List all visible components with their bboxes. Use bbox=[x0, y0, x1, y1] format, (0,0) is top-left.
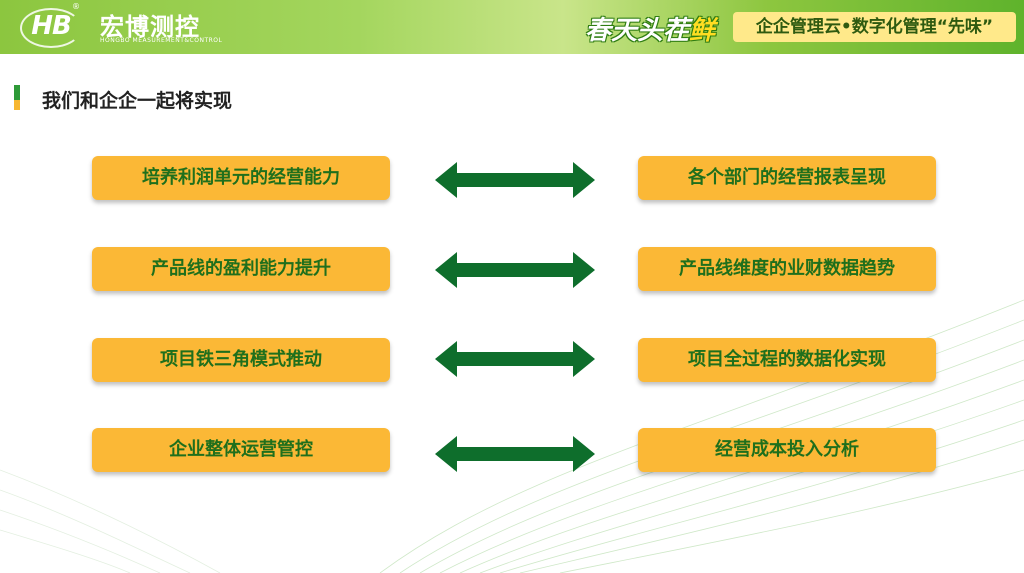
section-marker bbox=[14, 85, 20, 110]
brand-subtitle: HONGBO MEASUREMENT&CONTROL bbox=[100, 37, 223, 44]
logo-ring bbox=[20, 8, 82, 48]
hb-logo-icon: HB bbox=[20, 6, 82, 48]
right-result-2: 产品线维度的业财数据趋势 bbox=[638, 247, 936, 291]
header-banner: HB ® 宏博测控 HONGBO MEASUREMENT&CONTROL 春天头… bbox=[0, 0, 1024, 54]
left-goal-1: 培养利润单元的经营能力 bbox=[92, 156, 390, 200]
section-title: 我们和企企一起将实现 bbox=[42, 90, 233, 112]
brand-name: 宏博测控 bbox=[100, 13, 200, 41]
right-result-1: 各个部门的经营报表呈现 bbox=[638, 156, 936, 200]
left-goal-2: 产品线的盈利能力提升 bbox=[92, 247, 390, 291]
right-result-3: 项目全过程的数据化实现 bbox=[638, 338, 936, 382]
left-goal-3: 项目铁三角模式推动 bbox=[92, 338, 390, 382]
tagline-badge: 企企管理云•数字化管理“先味” bbox=[733, 12, 1016, 42]
double-headed-arrow-icon bbox=[435, 341, 595, 377]
slogan-main: 春天头茬 bbox=[585, 16, 690, 46]
double-headed-arrow-icon bbox=[435, 252, 595, 288]
registered-mark: ® bbox=[72, 2, 80, 11]
double-headed-arrow-icon bbox=[435, 162, 595, 198]
double-headed-arrow-icon bbox=[435, 436, 595, 472]
right-result-4: 经营成本投入分析 bbox=[638, 428, 936, 472]
slogan-highlight: 鲜 bbox=[689, 16, 716, 46]
left-goal-4: 企业整体运营管控 bbox=[92, 428, 390, 472]
slogan: 春天头茬鲜 bbox=[585, 10, 715, 47]
